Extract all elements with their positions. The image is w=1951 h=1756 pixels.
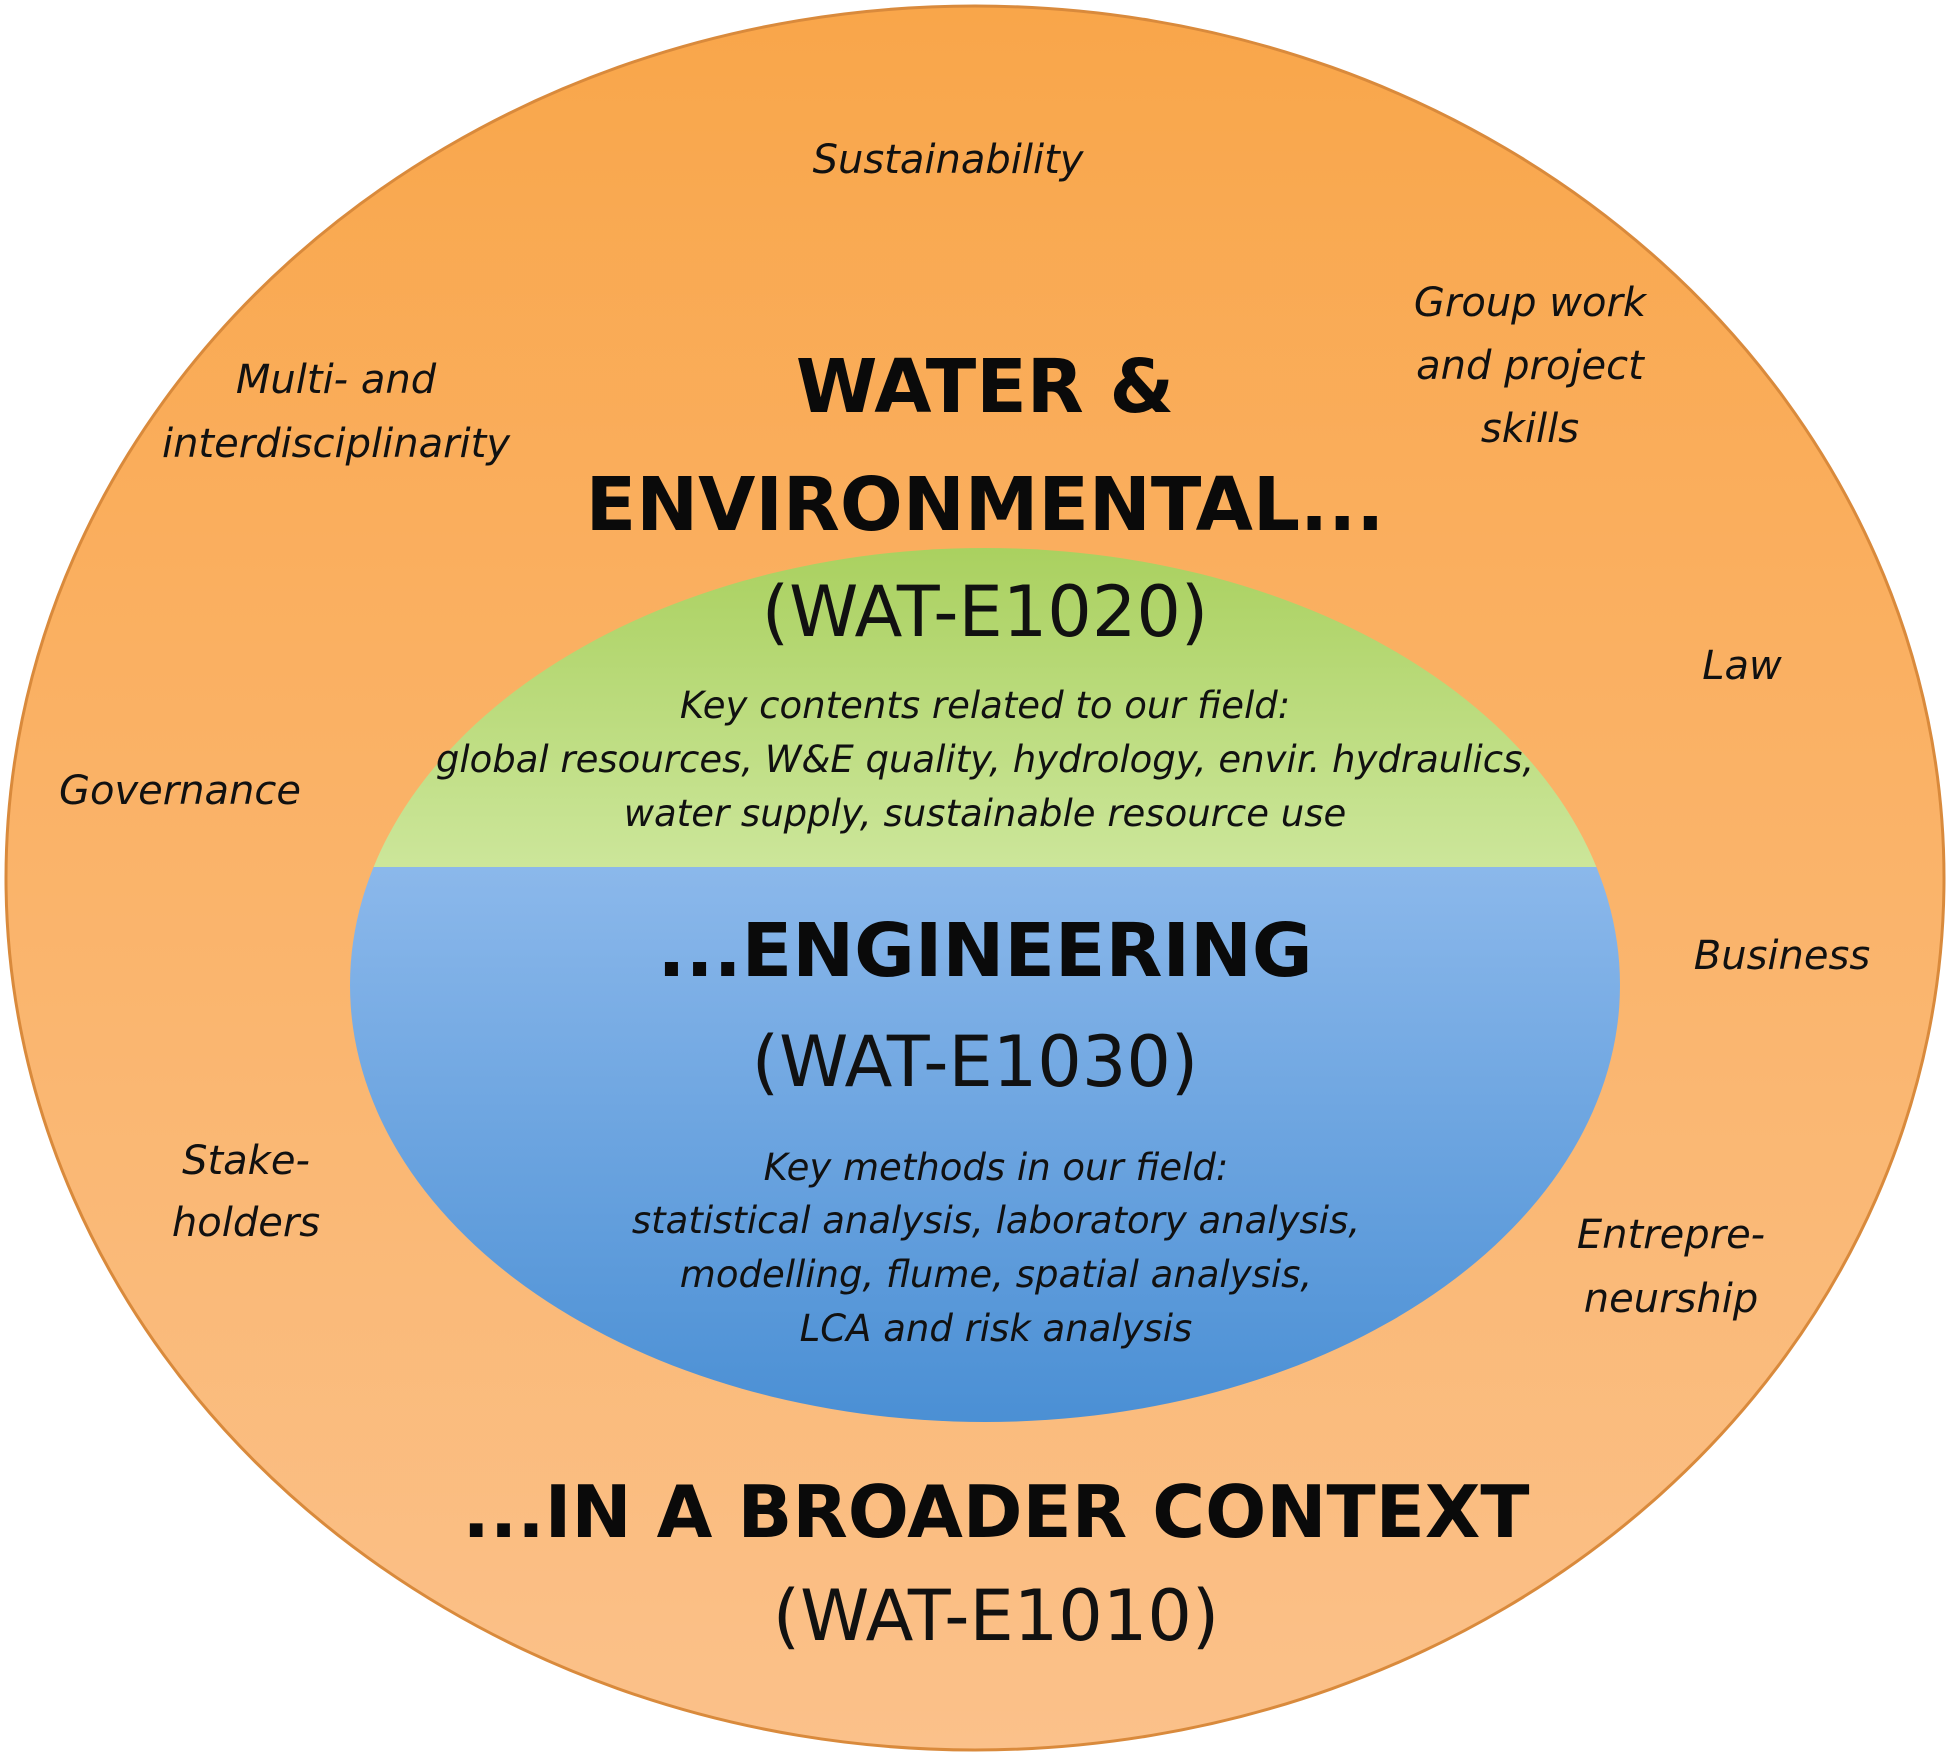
topic-line: Business [1694, 933, 1870, 979]
blue-section-text: ...ENGINEERING (WAT-E1030) Key methods i… [632, 908, 1360, 1350]
blue-desc-line-3: modelling, flume, spatial analysis, [680, 1253, 1312, 1296]
topic-stakeholders: Stake- holders [172, 1138, 320, 1246]
topic-law: Law [1702, 643, 1782, 689]
topic-entrepreneurship: Entrepre- neurship [1577, 1212, 1765, 1322]
topic-line: Governance [59, 768, 301, 814]
svg-text:interdisciplinarity: interdisciplinarity [162, 421, 511, 467]
green-title-line-2: ENVIRONMENTAL... [586, 462, 1385, 548]
svg-text:Governance: Governance [59, 768, 301, 814]
topic-line: interdisciplinarity [162, 421, 511, 467]
green-title-line-1: WATER & [796, 344, 1174, 430]
svg-text:neurship: neurship [1584, 1276, 1758, 1322]
svg-text:Group work: Group work [1414, 280, 1648, 326]
blue-desc-line-2: statistical analysis, laboratory analysi… [632, 1199, 1360, 1242]
green-section-text: WATER & ENVIRONMENTAL... (WAT-E1020) Key… [436, 344, 1534, 835]
svg-text:and project: and project [1416, 343, 1645, 389]
topic-group-work: Group work and project skills [1414, 280, 1648, 452]
svg-text:Entrepre-: Entrepre- [1577, 1212, 1765, 1258]
topic-governance: Governance [59, 768, 301, 814]
svg-text:Business: Business [1694, 933, 1870, 979]
svg-text:Multi- and: Multi- and [236, 357, 437, 403]
topic-multidisciplinarity: Multi- and interdisciplinarity [162, 357, 511, 467]
topic-line: holders [172, 1200, 320, 1246]
topic-line: Group work [1414, 280, 1648, 326]
topic-line: neurship [1584, 1276, 1758, 1322]
svg-text:holders: holders [172, 1200, 320, 1246]
blue-code: (WAT-E1030) [752, 1021, 1198, 1103]
topic-line: skills [1481, 406, 1579, 452]
topic-sustainability: Sustainability [813, 137, 1085, 183]
svg-text:Stake-: Stake- [182, 1138, 310, 1184]
blue-desc-line-1: Key methods in our field: [764, 1146, 1229, 1189]
svg-text:Law: Law [1702, 643, 1782, 689]
outer-ring-title: ...IN A BROADER CONTEXT (WAT-E1010) [463, 1470, 1530, 1657]
green-desc-line-3: water supply, sustainable resource use [624, 792, 1347, 835]
topic-line: and project [1416, 343, 1645, 389]
topic-line: Sustainability [813, 137, 1085, 183]
topic-line: Entrepre- [1577, 1212, 1765, 1258]
green-desc-line-2: global resources, W&E quality, hydrology… [436, 738, 1534, 781]
blue-title: ...ENGINEERING [657, 908, 1312, 994]
green-code: (WAT-E1020) [762, 571, 1208, 653]
green-desc-line-1: Key contents related to our field: [680, 684, 1290, 727]
topic-line: Multi- and [236, 357, 437, 403]
topic-line: Law [1702, 643, 1782, 689]
svg-text:skills: skills [1481, 406, 1579, 452]
svg-text:Sustainability: Sustainability [813, 137, 1085, 183]
blue-desc-line-4: LCA and risk analysis [800, 1307, 1193, 1350]
outer-code: (WAT-E1010) [773, 1575, 1219, 1657]
outer-title: ...IN A BROADER CONTEXT [463, 1470, 1530, 1554]
topic-business: Business [1694, 933, 1870, 979]
topic-line: Stake- [182, 1138, 310, 1184]
